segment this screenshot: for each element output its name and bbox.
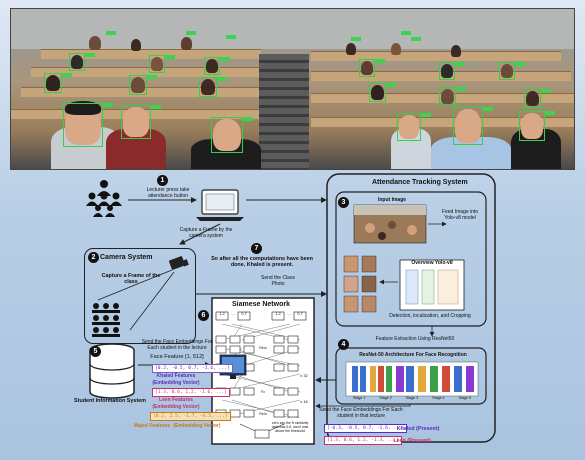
detection-label: Detection, localization, and Cropping <box>389 313 471 319</box>
yolo-overview-label: Overview Yolo-v8 <box>411 260 453 266</box>
system-diagram: 1 2 3 4 5 6 7 Camera System Capture a Fr… <box>0 170 585 460</box>
step-7-badge: 7 <box>251 243 262 254</box>
resnet-stages: Stage 1 Stage 2 Stage 3 Stage 4 Stage 5 <box>346 396 478 400</box>
students-group-icon <box>86 180 122 217</box>
khaled-features-label: Khaled Features <box>156 373 196 379</box>
cropped-faces <box>343 255 377 313</box>
seat-row <box>311 51 561 61</box>
laptop-icon <box>196 189 244 221</box>
capture-frame-label: Capture a Frame by the camera system <box>179 227 233 239</box>
step-7-label: So after all the computations have been … <box>211 256 313 269</box>
attendance-system-title: Attendance Tracking System <box>372 179 468 186</box>
resnet-stage: Stage 2 <box>379 396 392 400</box>
layer-count: x 16 <box>300 399 308 404</box>
siamese-top-value: 0.7 <box>241 311 247 316</box>
resnet-stage: Stage 5 <box>458 396 471 400</box>
siamese-cell-label: Relu <box>259 412 267 416</box>
layer-count: x 32 <box>300 373 308 378</box>
detection-box <box>439 62 455 80</box>
face-feature-label: Face Feature [1, 512] <box>150 354 204 360</box>
detection-box <box>199 77 217 97</box>
class-seats-icon <box>92 303 120 337</box>
send-embeddings-net-label: Send the Face Embeddings For Each studen… <box>319 407 403 419</box>
leen-vector: [1.3, 0.6, 1.2, -1.6, ...] <box>152 388 230 397</box>
attendance-panel-border <box>326 173 496 443</box>
detection-box <box>69 53 85 71</box>
classroom-stairs <box>259 54 309 169</box>
detection-box <box>524 89 541 108</box>
resnet-stage: Stage 3 <box>405 396 419 400</box>
classroom-photo <box>10 8 575 170</box>
send-photo-label: Send the Class Photo <box>261 275 295 287</box>
detection-box <box>121 105 151 139</box>
monitor-caption: Let's say the N similarity data was 0.8,… <box>271 421 309 433</box>
siamese-cell-label: Fc <box>261 390 265 394</box>
detection-box <box>453 107 483 145</box>
detection-box <box>359 59 375 77</box>
resnet-panel <box>335 347 487 405</box>
camera-system-panel <box>84 248 196 344</box>
camera-icon <box>168 256 189 270</box>
detection-box <box>211 117 243 153</box>
khaled-vector: [0.2, -0.5, 0.7, -1.6, ...] <box>152 364 233 373</box>
step-1-badge: 1 <box>157 175 168 186</box>
step-3-badge: 3 <box>338 197 349 208</box>
step-4-badge: 4 <box>338 339 349 350</box>
majed-vector: [0.2, 2.5, -1.7, -4.5, ...] <box>150 412 231 421</box>
majed-features-sub: (Embedding Vector) <box>173 423 221 429</box>
resnet-blocks <box>352 366 474 392</box>
detection-box <box>397 113 421 141</box>
khaled-present-label: Khaled (Present) <box>396 426 440 432</box>
siamese-top-value: 0.7 <box>297 311 303 316</box>
resnet-stage: Stage 4 <box>432 396 445 400</box>
diagram-connectors <box>86 173 496 445</box>
camera-system-title: Camera System <box>100 254 153 261</box>
detection-box <box>519 111 545 141</box>
leen-features-label: Leen Features <box>159 397 193 403</box>
leen-features-sub: (Embedding Vector) <box>152 404 200 410</box>
detection-box <box>129 75 147 95</box>
detection-box <box>149 55 165 73</box>
feature-extraction-label: Feature Extraction Using ResNet50 <box>375 336 455 342</box>
leen-present-label: Leen (Present) <box>393 438 431 444</box>
resnet-title: ResNet-50 Architecture For Face Recognit… <box>359 352 467 358</box>
siamese-top-value: 1.2 <box>219 311 225 316</box>
input-image-label: Input Image <box>377 197 407 203</box>
siamese-node-label: Relu <box>259 346 267 350</box>
step-6-badge: 6 <box>198 310 209 321</box>
seat-row <box>31 67 261 77</box>
detection-box <box>499 62 515 80</box>
yolo-panel <box>335 191 487 327</box>
step-1-label: Lecturer press take attendance button <box>146 187 190 199</box>
seat-row <box>41 49 261 59</box>
khaled-features-sub: (Embedding Vector) <box>152 380 200 386</box>
seat-row <box>311 117 574 127</box>
database-icon <box>89 343 135 399</box>
step-5-badge: 5 <box>90 346 101 357</box>
resnet-stage: Stage 1 <box>353 396 366 400</box>
result-khaled-vector: [-0.3, -0.5, 0.7, -1.6, ...] <box>324 424 408 433</box>
siamese-top-value: ... <box>287 311 291 316</box>
majed-features-label: Majed Features <box>133 423 171 429</box>
detection-box <box>439 87 456 106</box>
result-leen-vector: [1.3, 0.6, 1.2, -1.3, ...] <box>324 436 402 445</box>
siamese-network-title: Siamese Network <box>232 301 290 308</box>
student-info-system-label: Student Information System <box>74 398 146 404</box>
siamese-top-value: ... <box>231 311 235 316</box>
detection-box <box>204 57 220 75</box>
siamese-top-value: 1.2 <box>275 311 281 316</box>
detection-box <box>369 83 386 102</box>
step-2-badge: 2 <box>88 252 99 263</box>
classroom-wall <box>11 9 574 49</box>
detection-box <box>44 73 62 93</box>
detection-box <box>63 103 103 147</box>
capture-class-label: Capture a Frame of the class <box>101 273 161 286</box>
feed-yolo-label: Feed Image into Yolo-v8 model <box>441 209 479 221</box>
send-embeddings-db-label: Send the Face Embeddings For Each studen… <box>141 339 213 351</box>
